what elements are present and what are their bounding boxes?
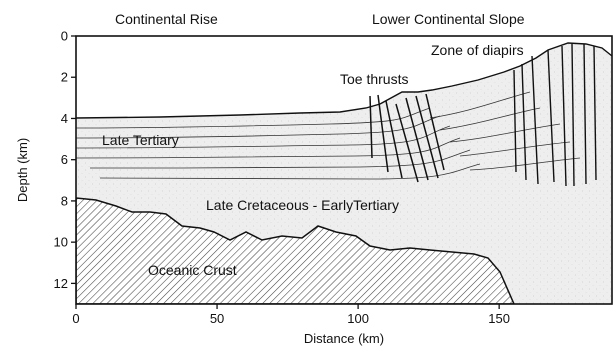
y-tick-label: 8 [61, 193, 68, 208]
x-tick-label: 50 [210, 311, 224, 326]
y-axis: 0 2 4 6 8 10 12 [54, 29, 76, 291]
y-tick-label: 0 [61, 29, 68, 44]
y-tick-label: 4 [61, 111, 68, 126]
y-tick-label: 10 [54, 235, 68, 250]
y-tick-label: 6 [61, 152, 68, 167]
x-tick-label: 0 [72, 311, 79, 326]
y-axis-title: Depth (km) [15, 138, 30, 202]
x-tick-label: 150 [488, 311, 510, 326]
zone-of-diapirs-label: Zone of diapirs [431, 42, 524, 58]
y-tick-label: 2 [61, 70, 68, 85]
toe-thrusts-label: Toe thrusts [340, 71, 408, 87]
x-axis-title: Distance (km) [304, 331, 384, 346]
oceanic-crust-label: Oceanic Crust [148, 262, 237, 278]
x-axis: 0 50 100 150 [72, 304, 510, 326]
continental-rise-label: Continental Rise [115, 11, 218, 27]
late-tertiary-label: Late Tertiary [102, 132, 179, 148]
lower-continental-slope-label: Lower Continental Slope [372, 11, 525, 27]
x-tick-label: 100 [347, 311, 369, 326]
y-tick-label: 12 [54, 276, 68, 291]
late-cretaceous-early-tertiary-label: Late Cretaceous - EarlyTertiary [206, 197, 399, 213]
